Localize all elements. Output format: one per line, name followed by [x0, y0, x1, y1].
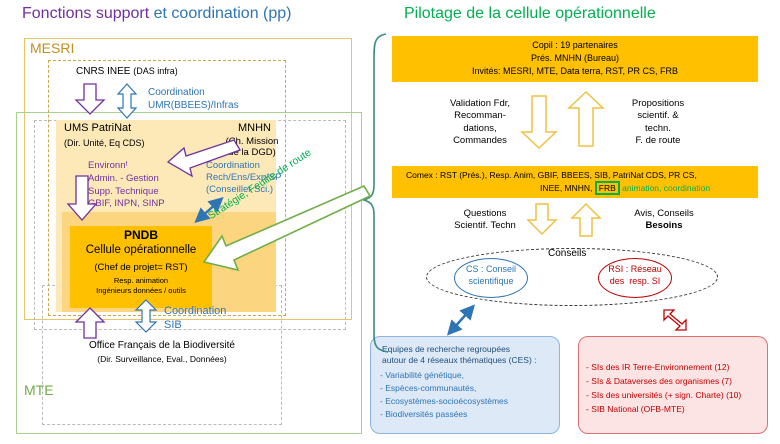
cnrs-subtitle: (DAS infra)	[133, 66, 178, 76]
coordination-sib-line2: SIB	[164, 319, 182, 332]
questions-label: Questions Scientif. Techn	[454, 208, 516, 232]
ums-title: UMS PatriNat	[64, 122, 132, 134]
conseils-label: Conseils	[548, 248, 587, 259]
coordination-sib-line1: Coordination	[164, 305, 227, 317]
pndb-title: PNDB	[123, 228, 158, 242]
cs-label: CS : Conseil scientifique	[465, 264, 517, 286]
copil-comex-down-arrow	[520, 95, 558, 150]
copil-line3: Invités: MESRI, MTE, Data terra, RST, PR…	[471, 66, 679, 76]
comex-line2-suffix: animation, coordination	[622, 183, 711, 193]
right-title: Pilotage de la cellule opérationnelle	[404, 5, 656, 22]
cnrs-down-arrow	[74, 83, 106, 115]
strategy-arrow	[202, 184, 372, 272]
pndb-box	[70, 226, 212, 308]
equipes-item-2: - Ecosystèmes-socioécosystèmes	[380, 396, 509, 406]
comex-box	[392, 166, 758, 198]
pilotage-brace	[361, 33, 389, 353]
rsi-ellipse	[598, 258, 672, 298]
equipes-box	[370, 336, 560, 434]
left-title-part2: et coordination (pp)	[153, 5, 292, 22]
sis-item-2: - SIs des universités (+ sign. Charte) (…	[586, 390, 742, 400]
ums-down-arrow	[66, 175, 98, 221]
avis-line1: Avis, Conseils	[634, 208, 694, 219]
mnhn-diagonal-arrow	[166, 139, 241, 178]
sis-box	[578, 336, 768, 434]
mnhn-pndb-double-arrow	[194, 197, 224, 223]
sis-item-1: - SIs & Dataverses des organismes (7)	[586, 376, 732, 386]
pndb-detail2: Ingénieurs données / outils	[96, 286, 186, 295]
left-title: Fonctions support et coordination (pp)	[22, 4, 292, 23]
cnrs-title: CNRS INEE	[76, 66, 131, 77]
mnhn-title: MNHN	[238, 122, 271, 134]
copil-line2: Prés. MNHN (Bureau)	[530, 53, 620, 63]
coordination-rech-label: Coordination Rech/Ens/Exp/SP (Conseiller…	[206, 160, 282, 195]
conseils-comex-up-arrow	[570, 202, 602, 237]
coordination-umr-line1: Coordination	[148, 87, 205, 98]
comex-frb: FRB	[594, 181, 620, 195]
validation-label: Validation Fdr, Recomman- dations, Comma…	[449, 98, 511, 147]
cs-equipes-arrow	[446, 304, 476, 336]
equipes-title: Equipes de recherche regroupées autour d…	[382, 344, 537, 366]
avis-line2: Besoins	[645, 220, 683, 232]
equipes-item-1: - Espèces-communautés,	[380, 383, 477, 393]
cs-ellipse	[454, 258, 528, 298]
comex-copil-up-arrow	[567, 90, 605, 147]
comex-line1: Comex : RST (Prés.), Resp. Anim, GBIF, B…	[406, 170, 697, 180]
comex-conseils-down-arrow	[526, 203, 558, 236]
copil-box	[392, 36, 758, 82]
avis-label: Avis, Conseils Besoins	[614, 208, 714, 233]
mte-label: MTE	[24, 382, 54, 398]
conseils-ellipse	[426, 248, 718, 306]
ofb-subtitle: (Dir. Surveillance, Eval., Données)	[97, 354, 227, 364]
copil-line1: Copil : 19 partenaires	[532, 40, 618, 50]
sib-double-arrow	[134, 299, 158, 333]
sis-item-0: - SIs des IR Terre-Environnement (12)	[586, 362, 730, 372]
cnrs-dashed-frame	[48, 60, 286, 316]
coordination-umr-label: Coordination UMR(BBEES)/Infras	[148, 86, 239, 112]
pndb-chef: (Chef de projet= RST)	[94, 262, 188, 273]
pndb-subtitle: Cellule opérationnelle	[85, 244, 197, 256]
left-title-part1: Fonctions support	[22, 5, 150, 22]
pndb-detail1: Resp. animation	[113, 276, 169, 285]
ofb-up-arrow	[74, 307, 106, 339]
mte-frame	[16, 112, 362, 434]
cnrs-inee-label: CNRS INEE (DAS infra)	[76, 66, 178, 78]
ums-services: Environnᵗ Admin. - Gestion Supp. Techniq…	[88, 160, 165, 210]
coordination-umr-arrow	[116, 83, 138, 119]
coordination-sib-label: Coordination SIB	[164, 304, 226, 333]
ums-subtitle: (Dir. Unité, Eq CDS)	[64, 138, 145, 148]
coordination-umr-line2: UMR(BBEES)/Infras	[148, 100, 239, 111]
mesri-frame	[24, 38, 352, 320]
equipes-item-0: - Variabilité génétique,	[380, 370, 464, 380]
comex-line2-prefix: INEE, MNHN,	[540, 183, 593, 193]
propositions-label: Propositions scientif. & techn. F. de ro…	[631, 98, 685, 147]
sis-item-3: - SIB National (OFB-MTE)	[586, 404, 685, 414]
ofb-title: Office Français de la Biodiversité	[89, 340, 235, 351]
rsi-sis-arrow	[663, 309, 687, 331]
mesri-label: MESRI	[30, 40, 75, 56]
rsi-label: RSI : Réseau des resp. SI	[608, 264, 662, 286]
equipes-item-3: - Biodiversités passées	[380, 409, 468, 419]
comex-line2: INEE, MNHN, FRB animation, coordination	[540, 181, 711, 195]
